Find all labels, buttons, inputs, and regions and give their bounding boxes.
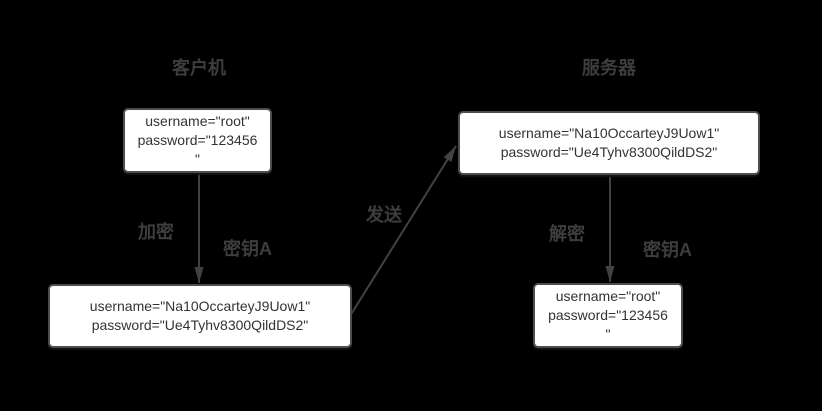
server-title: 服务器 bbox=[582, 58, 636, 78]
box-text-line: password="Ue4Tyhv8300QildDS2" bbox=[91, 317, 309, 333]
box-text-line: " bbox=[195, 151, 200, 167]
box-text-line: username="root" bbox=[555, 288, 661, 304]
box-text-line: username="root" bbox=[145, 113, 250, 129]
key-a-client-label: 密钥A bbox=[223, 239, 272, 259]
key-a-server-label: 密钥A bbox=[643, 240, 692, 260]
client-plaintext-box: username="root" password="123456 " bbox=[123, 108, 272, 173]
box-text-line: password="123456 bbox=[548, 307, 668, 323]
box-text-line: username="Na10OccarteyJ9Uow1" bbox=[498, 125, 720, 141]
client-encrypted-box: username="Na10OccarteyJ9Uow1" password="… bbox=[48, 284, 352, 348]
send-arrow bbox=[349, 145, 457, 317]
client-title: 客户机 bbox=[172, 58, 226, 78]
box-text-line: " bbox=[605, 326, 611, 342]
server-encrypted-box: username="Na10OccarteyJ9Uow1" password="… bbox=[458, 111, 760, 175]
encrypt-label: 加密 bbox=[138, 222, 174, 242]
send-label: 发送 bbox=[366, 205, 402, 225]
server-plaintext-box: username="root" password="123456 " bbox=[533, 283, 683, 348]
box-text-line: username="Na10OccarteyJ9Uow1" bbox=[89, 298, 311, 314]
box-text-line: password="Ue4Tyhv8300QildDS2" bbox=[500, 144, 718, 160]
box-text-line: password="123456 bbox=[137, 132, 258, 148]
decrypt-label: 解密 bbox=[549, 224, 585, 244]
